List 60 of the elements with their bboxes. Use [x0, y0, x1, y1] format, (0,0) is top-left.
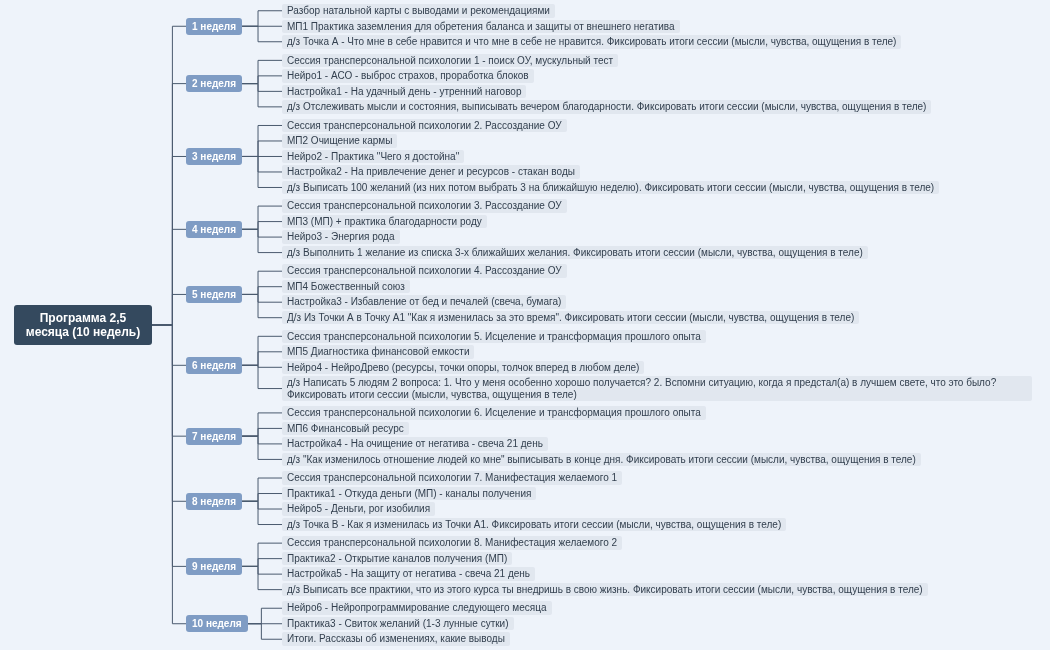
connector-line: [241, 155, 283, 188]
task-box: Сессия трансперсональной психологии 3. Рассоздание ОУ: [282, 199, 567, 213]
task-box: Нейро4 - НейроДрево (ресурсы, точки опоры, толчок вперед в любом деле): [282, 360, 645, 375]
task-box: д/з Точка А - Что мне в себе нравится и что мне в себе не нравится. Фиксировать итоги сессии (мысли, чувства, ощущения в теле): [282, 35, 902, 49]
task-box: Настройка2 - На привлечение денег и ресурсов - стакан воды: [282, 165, 580, 179]
task-box: Сессия трансперсональной психологии 8. Манифестация желаемого 2: [282, 536, 623, 550]
task-box: Сессия трансперсональной психологии 2. Рассоздание ОУ: [282, 118, 567, 133]
connector-line: [241, 25, 283, 43]
task-box: Нейро1 - АСО - выброс страхов, проработка блоков: [282, 69, 534, 83]
connector-line: [241, 293, 283, 319]
week-box: 4 неделя: [186, 220, 243, 238]
week-box: 3 неделя: [186, 147, 243, 165]
task-box: Сессия трансперсональной психологии 7. Манифестация желаемого 1: [282, 471, 623, 485]
week-box: 9 неделя: [186, 557, 243, 575]
task-box: д/з Отслеживать мысли и состояния, выписывать вечером благодарности. Фиксировать итоги сессии (мысли, чувства, ощущения в теле): [282, 100, 932, 114]
connector-line: [241, 364, 283, 390]
task-box: МП5 Диагностика финансовой емкости: [282, 345, 475, 359]
task-box: МП4 Божественный союз: [282, 279, 410, 294]
task-box: Нейро6 - Нейропрограммирование следующего месяца: [282, 601, 552, 615]
week-box: 2 неделя: [186, 75, 243, 93]
week-box: 5 неделя: [186, 285, 243, 303]
task-box: Сессия трансперсональной психологии 4. Рассоздание ОУ: [282, 264, 567, 278]
root-topic-box: Программа 2,5 месяца (10 недель): [14, 305, 152, 345]
week-box: 6 неделя: [186, 356, 243, 374]
week-box: 1 неделя: [186, 17, 243, 35]
task-box: Нейро3 - Энергия рода: [282, 230, 400, 244]
connector-line: [247, 623, 283, 640]
connector-line: [241, 228, 283, 254]
task-box: Практика2 - Открытие каналов получения (МП): [282, 551, 513, 566]
task-box: д/з Написать 5 людям 2 вопроса: 1. Что у меня особенно хорошо получается? 2. Вспомни ситуацию, когда я предстал(а) в лучшем свете, что это было? Фиксировать итоги сессии (мысли, чувства, ощущения в теле): [282, 376, 1032, 402]
task-box: Настройка5 - На защиту от негатива - свеча 21 день: [282, 567, 536, 581]
task-box: Итоги. Рассказы об изменениях, какие выводы: [282, 632, 510, 646]
task-box: Сессия трансперсональной психологии 1 - поиск ОУ, мускульный тест: [282, 53, 619, 68]
connector-line: [241, 435, 283, 460]
task-box: Практика3 - Свиток желаний (1-3 лунные сутки): [282, 617, 514, 631]
task-box: Нейро2 - Практика "Чего я достойна": [282, 149, 465, 164]
connector-line: [241, 565, 283, 591]
task-box: Нейро5 - Деньги, рог изобилия: [282, 502, 436, 516]
task-box: МП6 Финансовый ресурс: [282, 421, 409, 436]
week-box: 7 неделя: [186, 427, 243, 445]
task-box: Д/з Из Точки А в Точку А1 "Как я изменилась за это время". Фиксировать итоги сессии (мысли, чувства, ощущения в теле): [282, 310, 860, 325]
task-box: д/з Выписать 100 желаний (из них потом выбрать 3 на ближайшую неделю). Фиксировать итоги сессии (мысли, чувства, ощущения в теле): [282, 180, 940, 195]
task-box: МП3 (МП) + практика благодарности роду: [282, 214, 487, 229]
task-box: МП1 Практика заземления для обретения баланса и защиты от внешнего негатива: [282, 19, 680, 33]
task-box: Разбор натальной карты с выводами и рекомендациями: [282, 4, 555, 18]
task-box: Сессия трансперсональной психологии 6. Исцеление и трансформация прошлого опыта: [282, 406, 706, 420]
task-box: Настройка1 - На удачный день - утренний наговор: [282, 84, 527, 99]
task-box: д/з Точка В - Как я изменилась из Точки А1. Фиксировать итоги сессии (мысли, чувства, ощущения в теле): [282, 517, 787, 532]
connector-line: [241, 500, 283, 525]
task-box: МП2 Очищение кармы: [282, 134, 398, 148]
task-box: д/з Выписать все практики, что из этого курса ты внедришь в свою жизнь. Фиксировать итоги сессии (мысли, чувства, ощущения в теле): [282, 582, 928, 597]
task-box: Настройка4 - На очищение от негатива - свеча 21 день: [282, 437, 548, 451]
task-box: Сессия трансперсональной психологии 5. Исцеление и трансформация прошлого опыта: [282, 329, 706, 344]
task-box: д/з "Как изменилось отношение людей ко мне" выписывать в конце дня. Фиксировать итоги сессии (мысли, чувства, ощущения в теле): [282, 452, 921, 467]
week-box: 10 неделя: [186, 615, 248, 633]
task-box: Настройка3 - Избавление от бед и печалей (свеча, бумага): [282, 295, 567, 309]
connector-line: [241, 83, 283, 108]
task-box: Практика1 - Откуда деньги (МП) - каналы получения: [282, 486, 537, 501]
task-box: д/з Выполнить 1 желание из списка 3-х ближайших желания. Фиксировать итоги сессии (мысли, чувства, ощущения в теле): [282, 245, 868, 260]
week-box: 8 неделя: [186, 492, 243, 510]
